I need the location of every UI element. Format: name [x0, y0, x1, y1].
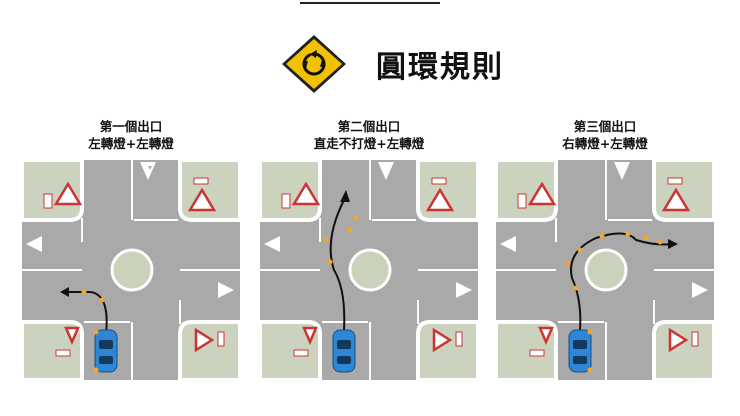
car-icon	[332, 329, 356, 373]
panel-caption-line2: 直走不打燈+左轉燈	[313, 136, 425, 151]
roundabout-sign-icon	[282, 35, 346, 93]
car-icon	[93, 329, 118, 373]
panel-caption-line1: 第三個出口	[573, 119, 637, 134]
intersection-diagram	[260, 160, 478, 380]
panel-caption-line1: 第一個出口	[99, 119, 163, 134]
page-header: 圓環規則	[280, 34, 540, 94]
panel-second-exit: 第二個出口 直走不打燈+左轉燈	[260, 118, 478, 380]
panel-caption-line2: 右轉燈+左轉燈	[562, 136, 648, 151]
panel-third-exit: 第三個出口 右轉燈+左轉燈	[496, 118, 714, 380]
panel-caption: 第二個出口 直走不打燈+左轉燈	[260, 118, 478, 152]
panel-caption-line1: 第二個出口	[337, 119, 401, 134]
panel-first-exit: 第一個出口 左轉燈+左轉燈	[22, 118, 240, 380]
panel-caption: 第三個出口 右轉燈+左轉燈	[496, 118, 714, 152]
intersection-diagram	[22, 160, 240, 380]
car-icon	[568, 329, 593, 373]
top-divider-line	[300, 2, 440, 4]
panel-caption: 第一個出口 左轉燈+左轉燈	[22, 118, 240, 152]
page-title: 圓環規則	[376, 50, 504, 85]
panel-caption-line2: 左轉燈+左轉燈	[88, 136, 174, 151]
intersection-diagram	[496, 160, 714, 380]
